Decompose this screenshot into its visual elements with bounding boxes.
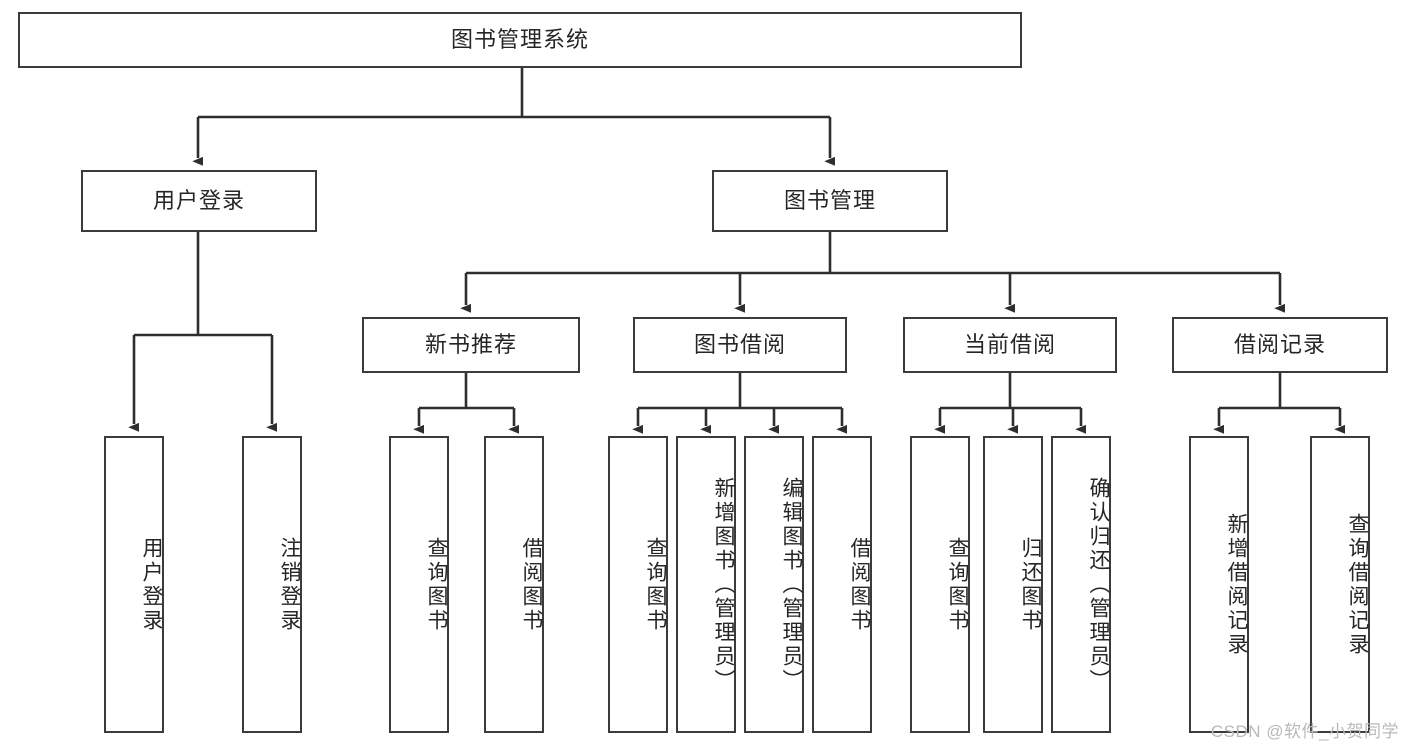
node-leaf-add-book-admin[interactable]: 新增图书（管理员）	[676, 436, 736, 733]
node-book-borrow[interactable]: 图书借阅	[633, 317, 847, 373]
node-current-borrow[interactable]: 当前借阅	[903, 317, 1117, 373]
node-leaf-user-login[interactable]: 用户登录	[104, 436, 164, 733]
node-leaf-query-book-1[interactable]: 查询图书	[389, 436, 449, 733]
node-leaf-borrow-book-2[interactable]: 借阅图书	[812, 436, 872, 733]
node-leaf-query-book-2[interactable]: 查询图书	[608, 436, 668, 733]
node-book-manage[interactable]: 图书管理	[712, 170, 948, 232]
csdn-watermark: CSDN @软件_小贺同学	[1210, 722, 1399, 741]
node-leaf-logout[interactable]: 注销登录	[242, 436, 302, 733]
node-root[interactable]: 图书管理系统	[18, 12, 1022, 68]
node-leaf-query-book-3[interactable]: 查询图书	[910, 436, 970, 733]
node-leaf-confirm-return-admin[interactable]: 确认归还（管理员）	[1051, 436, 1111, 733]
node-new-book-recommend[interactable]: 新书推荐	[362, 317, 580, 373]
node-leaf-edit-book-admin[interactable]: 编辑图书（管理员）	[744, 436, 804, 733]
node-borrow-record[interactable]: 借阅记录	[1172, 317, 1388, 373]
node-leaf-query-borrow-record[interactable]: 查询借阅记录	[1310, 436, 1370, 733]
node-leaf-borrow-book-1[interactable]: 借阅图书	[484, 436, 544, 733]
node-leaf-add-borrow-record[interactable]: 新增借阅记录	[1189, 436, 1249, 733]
node-user-login[interactable]: 用户登录	[81, 170, 317, 232]
node-leaf-return-book[interactable]: 归还图书	[983, 436, 1043, 733]
